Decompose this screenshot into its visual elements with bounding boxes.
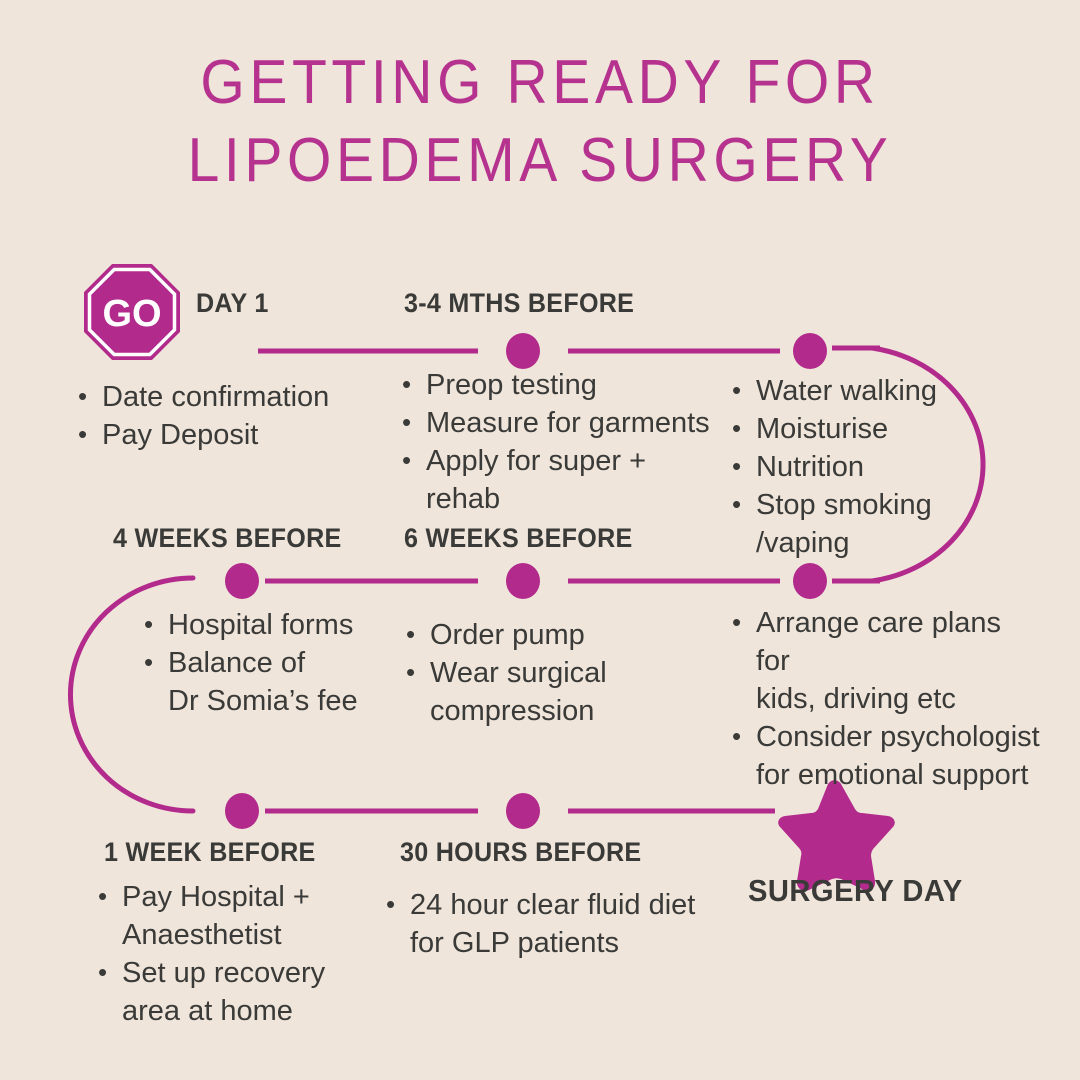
heading-4-weeks-before: 4 WEEKS BEFORE [113,523,342,553]
list-item: Measure for garments [400,403,720,442]
heading-day-1: DAY 1 [196,288,269,318]
list-item-line: Set up recovery [122,957,326,989]
list-item-line: Nutrition [756,451,864,483]
list-item-line: Consider psychologist [756,721,1040,753]
list-item-line: Stop smoking [756,489,932,521]
list-item-line: Pay Hospital + [122,881,310,913]
list-item-line: Pay Deposit [102,419,259,451]
page-title: GETTING READY FOR LIPOEDEMA SURGERY [0,44,1080,200]
list-item: Consider psychologist for emotional supp… [730,717,1040,794]
list-item-line: Water walking [756,375,938,407]
list-item-line: Hospital forms [168,609,354,641]
go-badge-inner-outline [87,267,177,357]
list-item: Hospital forms [142,605,402,644]
list-item-line: Apply for super + rehab [426,445,647,515]
list-item: Date confirmation [76,377,376,416]
list-item: Moisturise [730,409,1030,448]
list-lifestyle: Water walking Moisturise Nutrition Stop … [730,371,1030,562]
list-30-hours: 24 hour clear fluid diet for GLP patient… [384,885,714,962]
list-item: Preop testing [400,365,720,404]
list-item: Stop smoking /vaping [730,485,1030,562]
list-item-line: Preop testing [426,369,597,401]
list-item-line: Arrange care plans for [756,607,1002,677]
surgery-day-label: SURGERY DAY [748,873,963,908]
heading-6-weeks-before: 6 WEEKS BEFORE [404,523,633,553]
timeline-dot-r3-2 [506,793,540,829]
list-3-4-months: Preop testing Measure for garments Apply… [400,365,720,518]
timeline-dot-r3-1 [225,793,259,829]
list-care-plans: Arrange care plans for kids, driving etc… [730,603,1040,794]
timeline-dot-r2-1 [225,563,259,599]
timeline-dot-r1-2 [793,333,827,369]
timeline-dot-r2-2 [506,563,540,599]
go-badge-label: GO [102,293,161,335]
list-item-line: 24 hour clear fluid diet [410,889,696,921]
heading-30-hours-before: 30 HOURS BEFORE [400,837,642,867]
list-day-1: Date confirmation Pay Deposit [76,377,376,454]
list-item: Set up recovery area at home [96,953,386,1030]
list-item: Order pump [404,615,664,654]
list-item-line: Order pump [430,619,585,651]
list-item-line-2: Dr Somia’s fee [168,685,358,717]
timeline-dot-r1-1 [506,333,540,369]
list-item: Nutrition [730,447,1030,486]
list-item-line: Wear surgical [430,657,607,689]
title-line-2: LIPOEDEMA SURGERY [187,126,893,195]
list-item-line-2: kids, driving etc [756,683,956,715]
go-badge: GO [84,264,180,360]
list-item-line-2: compression [430,695,595,727]
list-4-weeks: Hospital forms Balance of Dr Somia’s fee [142,605,402,720]
list-item: Pay Deposit [76,415,376,454]
title-line-1: GETTING READY FOR [200,48,880,117]
list-item-line: Balance of [168,647,306,679]
list-item-line-2: for emotional support [756,759,1029,791]
list-item: 24 hour clear fluid diet for GLP patient… [384,885,714,962]
list-1-week: Pay Hospital + Anaesthetist Set up recov… [96,877,386,1030]
list-item: Wear surgical compression [404,653,664,730]
list-item-line-2: for GLP patients [410,927,620,959]
list-item-line: Date confirmation [102,381,330,413]
list-item: Arrange care plans for kids, driving etc [730,603,1040,718]
list-item: Pay Hospital + Anaesthetist [96,877,386,954]
list-item: Balance of Dr Somia’s fee [142,643,402,720]
list-item: Apply for super + rehab [400,441,720,518]
list-item-line: Measure for garments [426,407,710,439]
timeline-dot-r2-3 [793,563,827,599]
heading-1-week-before: 1 WEEK BEFORE [104,837,316,867]
go-badge-octagon [84,264,180,360]
heading-3-4-months: 3-4 MTHS BEFORE [404,288,635,318]
list-item-line-2: Anaesthetist [122,919,282,951]
list-item-line: Moisturise [756,413,889,445]
list-item: Water walking [730,371,1030,410]
list-item-line-2: area at home [122,995,293,1027]
list-6-weeks: Order pump Wear surgical compression [404,615,664,730]
list-item-line-2: /vaping [756,527,850,559]
